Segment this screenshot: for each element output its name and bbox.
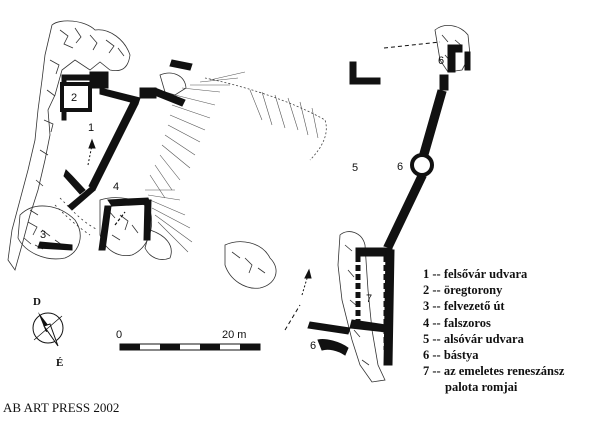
map-label-6-top: 6 (438, 55, 444, 67)
legend-separator: -- (432, 331, 441, 346)
direction-arrows (87, 138, 312, 296)
map-label-2: 2 (71, 92, 77, 104)
legend-item-7: 7 -- az emeletes reneszánsz (423, 363, 598, 379)
legend-separator: -- (432, 299, 441, 314)
legend-number: 7 (423, 364, 430, 379)
legend-text: bástya (443, 348, 479, 363)
map-label-5: 5 (352, 162, 358, 174)
legend-separator: -- (432, 315, 441, 330)
map-label-4: 4 (113, 181, 119, 193)
legend-separator: -- (432, 283, 441, 298)
upper-castle-walls (37, 59, 193, 251)
legend-item-4: 4 -- falszoros (423, 315, 598, 331)
legend-item-2: 2 -- öregtorony (423, 282, 598, 298)
legend-number: 5 (423, 331, 430, 346)
legend-separator: -- (432, 267, 441, 281)
legend-text: felsővár udvara (443, 267, 528, 281)
map-label-7: 7 (366, 293, 372, 305)
keep-tower (60, 82, 92, 112)
legend-number: 6 (423, 348, 430, 363)
legend-separator: -- (432, 364, 441, 379)
compass-south-label: É (56, 357, 63, 369)
compass-north-label: D (33, 296, 41, 308)
lower-dashed-line (284, 41, 441, 331)
map-label-6-bottom: 6 (310, 340, 316, 352)
slope-hatching (145, 71, 319, 253)
map-label-6-middle: 6 (397, 161, 403, 173)
legend-text: felvezető út (443, 299, 505, 314)
access-path (54, 197, 99, 236)
legend-text: falszoros (443, 315, 491, 330)
legend-number: 3 (423, 299, 430, 314)
bastion-round-tower (410, 153, 434, 177)
compass-rose: D É (32, 296, 64, 369)
legend-text: az emeletes reneszánsz (443, 364, 565, 379)
scale-start-label: 0 (116, 329, 122, 341)
map-label-3: 3 (40, 229, 46, 241)
legend-number: 4 (423, 315, 430, 330)
legend-separator: -- (432, 348, 441, 363)
rock-outcrops (7, 20, 471, 383)
legend-number: 1 (423, 267, 430, 281)
lower-castle-walls (307, 44, 471, 366)
legend: 1 -- felsővár udvara 2 -- öregtorony 3 -… (423, 266, 598, 396)
dashed-gate-line (107, 199, 126, 226)
map-label-1: 1 (88, 122, 94, 134)
legend-item-7-continuation: palota romjai (445, 380, 518, 395)
terrain-contour (204, 77, 327, 161)
map-labels: 2 1 4 3 5 6 6 6 7 (40, 55, 444, 352)
legend-item-5: 5 -- alsóvár udvara (423, 331, 598, 347)
palace-dashed-walls (355, 256, 389, 350)
legend-number: 2 (423, 283, 430, 298)
legend-item-6: 6 -- bástya (423, 347, 598, 363)
scale-end-label: 20 m (222, 329, 246, 341)
copyright-credit: AB ART PRESS 2002 (3, 400, 120, 415)
scale-bar: 0 20 m (116, 329, 261, 351)
legend-item-3: 3 -- felvezető út (423, 298, 598, 314)
legend-item-1: 1 -- felsővár udvara (423, 266, 598, 282)
legend-text: alsóvár udvara (443, 331, 524, 346)
legend-text: öregtorony (443, 283, 503, 298)
